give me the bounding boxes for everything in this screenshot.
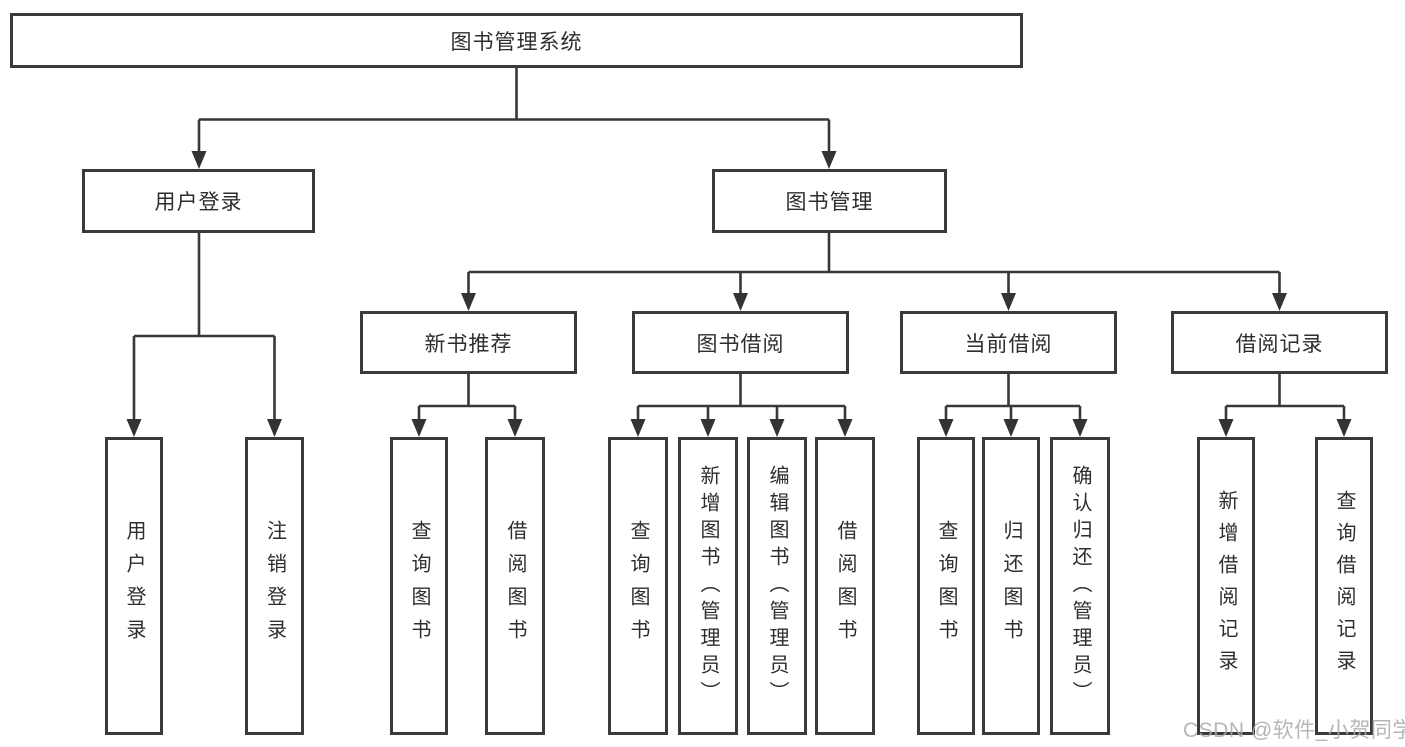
- leaf-borrow-borrow-label: 借阅图书: [834, 520, 856, 652]
- connector-new-books-to-leaves: [411, 374, 523, 437]
- leaf-borrow-edit-admin-label: 编辑图书（管理员）: [766, 464, 788, 708]
- node-current-borrow: 当前借阅: [900, 311, 1117, 374]
- leaf-logout-label: 注销登录: [263, 520, 286, 652]
- leaf-records-add-label: 新增借阅记录: [1215, 490, 1237, 682]
- leaf-user-login: 用户登录: [105, 437, 163, 735]
- connector-book-borrow-to-leaves: [630, 374, 853, 437]
- node-root-label: 图书管理系统: [450, 30, 583, 54]
- leaf-newbooks-borrow-label: 借阅图书: [504, 520, 526, 652]
- node-new-books-label: 新书推荐: [424, 332, 513, 356]
- leaf-current-confirm-admin-label: 确认归还（管理员）: [1069, 464, 1091, 708]
- leaf-records-add: 新增借阅记录: [1197, 437, 1255, 735]
- node-book-mgmt: 图书管理: [712, 169, 947, 233]
- node-book-borrow-label: 图书借阅: [696, 332, 785, 356]
- leaf-borrow-query: 查询图书: [608, 437, 668, 735]
- leaf-borrow-add-admin: 新增图书（管理员）: [678, 437, 738, 735]
- leaf-borrow-edit-admin: 编辑图书（管理员）: [747, 437, 807, 735]
- leaf-newbooks-borrow: 借阅图书: [485, 437, 545, 735]
- node-current-borrow-label: 当前借阅: [964, 332, 1053, 356]
- leaf-user-login-label: 用户登录: [123, 520, 145, 652]
- leaf-current-return: 归还图书: [982, 437, 1040, 735]
- leaf-newbooks-query-label: 查询图书: [408, 520, 430, 652]
- leaf-borrow-add-admin-label: 新增图书（管理员）: [697, 464, 719, 708]
- leaf-current-confirm-admin: 确认归还（管理员）: [1050, 437, 1110, 735]
- node-borrow-records-label: 借阅记录: [1235, 332, 1324, 356]
- node-borrow-records: 借阅记录: [1171, 311, 1388, 374]
- watermark: CSDN @软件_小贺同学: [1183, 719, 1405, 742]
- leaf-borrow-query-label: 查询图书: [627, 520, 649, 652]
- leaf-records-query: 查询借阅记录: [1315, 437, 1373, 735]
- leaf-records-query-label: 查询借阅记录: [1333, 490, 1355, 682]
- leaf-logout: 注销登录: [245, 437, 304, 735]
- node-book-borrow: 图书借阅: [632, 311, 849, 374]
- leaf-current-query-label: 查询图书: [935, 520, 957, 652]
- connector-current-borrow-to-leaves: [938, 374, 1088, 437]
- connector-user-login-to-leaves: [126, 233, 282, 437]
- node-user-login-label: 用户登录: [154, 191, 243, 214]
- connector-root-to-level2: [191, 67, 837, 169]
- connector-book-mgmt-to-level3: [461, 233, 1287, 311]
- node-book-mgmt-label: 图书管理: [785, 191, 874, 214]
- leaf-newbooks-query: 查询图书: [390, 437, 448, 735]
- node-user-login: 用户登录: [82, 169, 315, 233]
- node-root: 图书管理系统: [10, 13, 1023, 68]
- node-new-books: 新书推荐: [360, 311, 577, 374]
- connector-borrow-records-to-leaves: [1218, 374, 1352, 437]
- leaf-current-query: 查询图书: [917, 437, 975, 735]
- leaf-current-return-label: 归还图书: [1000, 520, 1022, 652]
- leaf-borrow-borrow: 借阅图书: [815, 437, 875, 735]
